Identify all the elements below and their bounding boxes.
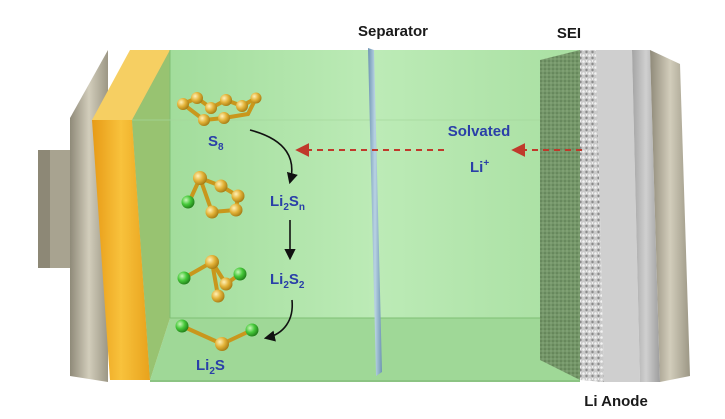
- li-anode-label: Li Anode: [584, 393, 648, 410]
- li2s2-label: Li2S2: [270, 271, 305, 291]
- sei-layer: [540, 50, 604, 382]
- li-anode: [596, 50, 660, 382]
- arrow-s8-to-li2sn: [249, 129, 298, 185]
- li2s2-molecule: [177, 255, 247, 303]
- s8-label: S8: [208, 133, 224, 153]
- li2sn-label: Li2Sn: [270, 193, 305, 213]
- s8-molecule: [177, 92, 262, 126]
- separator-label: Separator: [358, 23, 428, 40]
- li2sn-molecule: [181, 171, 245, 219]
- reaction-arrows: [249, 129, 298, 342]
- li2s-label: Li2S: [196, 357, 225, 377]
- li-ion-label: Li+: [470, 158, 489, 176]
- right-casing: [650, 50, 690, 382]
- separator-membrane: [368, 48, 382, 376]
- arrow-li2s2-to-li2s: [263, 299, 293, 342]
- li2s-molecule: [175, 319, 259, 351]
- sei-label: SEI: [557, 25, 581, 42]
- solvated-label: Solvated: [448, 123, 511, 140]
